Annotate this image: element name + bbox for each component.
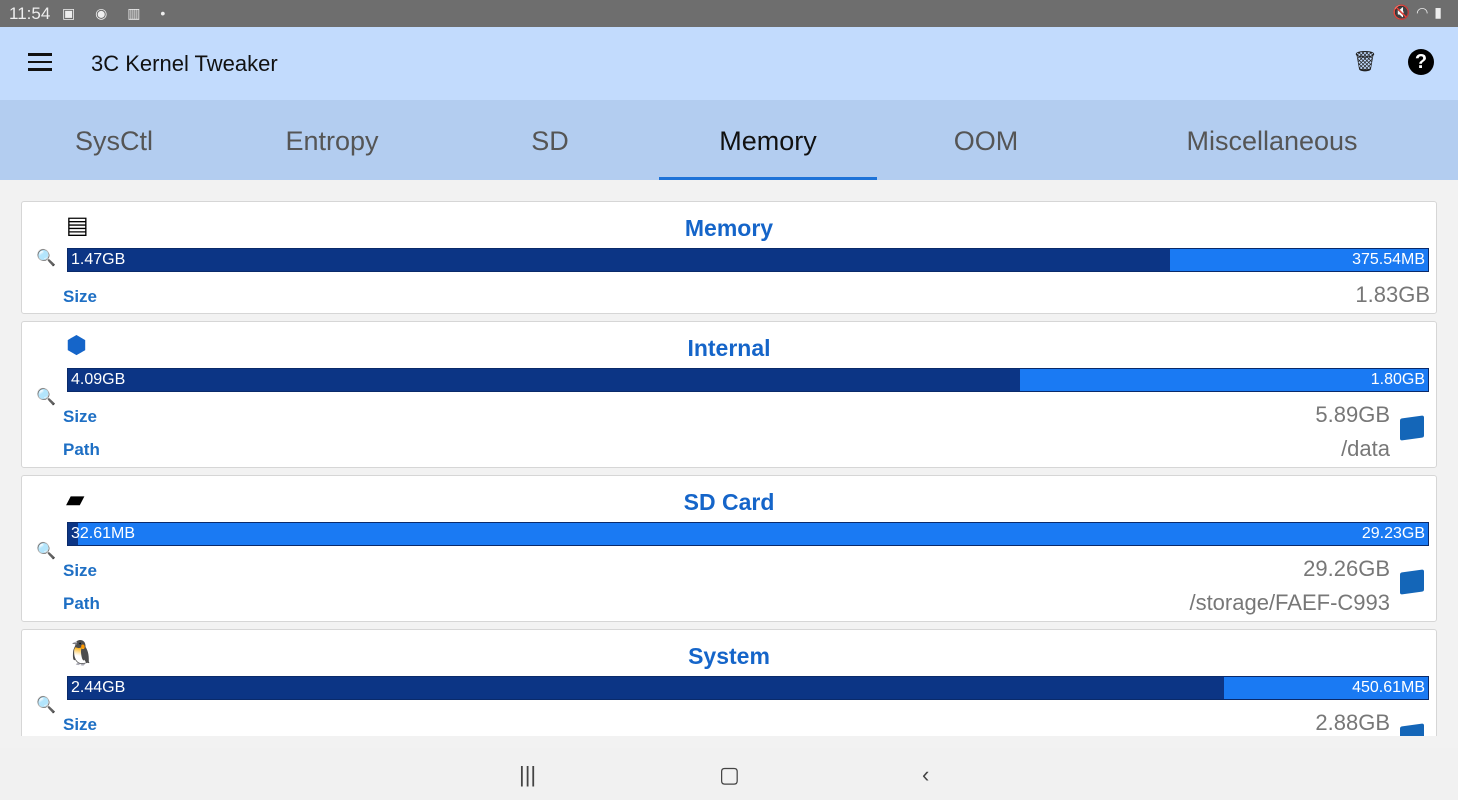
folder-icon[interactable] xyxy=(1400,415,1424,441)
recent-apps-button[interactable]: ||| xyxy=(519,762,537,787)
free-value: 29.23GB xyxy=(1361,525,1425,542)
used-value: 1.47GB xyxy=(71,251,126,268)
free-value: 450.61MB xyxy=(1352,679,1425,696)
path-value: /storage/FAEF-C993 xyxy=(1189,590,1390,615)
notification-icons: ▣ ◉ ▥ • xyxy=(62,5,174,21)
help-icon[interactable]: ? xyxy=(1408,49,1434,75)
size-label: Size xyxy=(63,715,98,734)
card-title: System xyxy=(688,643,770,669)
tab-oom[interactable]: OOM xyxy=(953,126,1019,156)
size-value: 29.26GB xyxy=(1303,556,1390,581)
search-icon[interactable]: 🔍 xyxy=(36,250,56,267)
memory-card: ▤ Memory 🔍 1.47GB 375.54MB Size 1.83GB xyxy=(21,201,1437,314)
wifi-icon: ◠ xyxy=(1416,4,1435,20)
usage-bar[interactable]: 2.44GB 450.61MB xyxy=(67,676,1429,700)
card-title: Memory xyxy=(684,215,774,241)
card-title: SD Card xyxy=(683,489,775,515)
used-fill xyxy=(68,523,78,545)
used-value: 32.61MB xyxy=(71,525,136,542)
linux-penguin-icon: 🐧 xyxy=(66,640,96,667)
tab-sysctl[interactable]: SysCtl xyxy=(74,126,153,156)
android-icon: ⬢ xyxy=(66,332,87,359)
size-value: 5.89GB xyxy=(1315,402,1390,427)
size-value: 2.88GB xyxy=(1315,710,1390,735)
usage-bar[interactable]: 4.09GB 1.80GB xyxy=(67,368,1429,392)
path-label: Path xyxy=(63,440,100,459)
path-label: Path xyxy=(63,594,100,613)
card-title: Internal xyxy=(687,335,771,361)
status-bar: 11:54 ▣ ◉ ▥ • 🔇◠▮ xyxy=(0,0,1458,27)
size-label: Size xyxy=(63,407,98,426)
system-icons: 🔇◠▮ xyxy=(1393,4,1448,21)
ram-icon: ▤ xyxy=(66,212,89,239)
system-card: 🐧 System 🔍 2.44GB 450.61MB Size 2.88GB xyxy=(21,629,1437,736)
search-icon[interactable]: 🔍 xyxy=(36,543,56,560)
mute-icon: 🔇 xyxy=(1392,4,1417,20)
used-value: 2.44GB xyxy=(71,679,126,696)
usage-bar[interactable]: 32.61MB 29.23GB xyxy=(67,522,1429,546)
tab-memory[interactable]: Memory xyxy=(659,100,877,180)
navigation-bar: ||| ▢ ‹ xyxy=(0,748,1458,800)
tab-entropy[interactable]: Entropy xyxy=(285,126,379,156)
storage-list[interactable]: ▤ Memory 🔍 1.47GB 375.54MB Size 1.83GB ⬢ … xyxy=(0,180,1458,736)
used-fill xyxy=(68,677,1224,699)
tab-sd[interactable]: SD xyxy=(531,126,569,156)
used-value: 4.09GB xyxy=(71,371,126,388)
search-icon[interactable]: 🔍 xyxy=(36,389,56,406)
used-fill xyxy=(68,369,1020,391)
back-button[interactable]: ‹ xyxy=(922,762,930,787)
tab-bar: SysCtl Entropy SD Memory OOM Miscellaneo… xyxy=(0,100,1458,180)
size-value: 1.83GB xyxy=(1355,282,1430,307)
clock: 11:54 xyxy=(9,4,51,23)
battery-icon: ▮ xyxy=(1434,4,1448,20)
folder-icon[interactable] xyxy=(1400,569,1424,595)
folder-icon[interactable] xyxy=(1400,723,1424,736)
size-label: Size xyxy=(63,287,98,306)
clean-cache-icon[interactable]: 🗑 xyxy=(1352,51,1378,73)
menu-icon[interactable] xyxy=(28,53,52,71)
internal-card: ⬢ Internal 🔍 4.09GB 1.80GB Size 5.89GB Pa… xyxy=(21,321,1437,468)
app-title: 3C Kernel Tweaker xyxy=(91,51,278,76)
app-bar: 3C Kernel Tweaker 🗑 ? xyxy=(0,27,1458,100)
free-value: 375.54MB xyxy=(1352,251,1425,268)
free-value: 1.80GB xyxy=(1370,371,1425,388)
size-label: Size xyxy=(63,561,98,580)
home-button[interactable]: ▢ xyxy=(719,762,740,787)
tab-miscellaneous[interactable]: Miscellaneous xyxy=(1186,126,1358,156)
used-fill xyxy=(68,249,1170,271)
usage-bar[interactable]: 1.47GB 375.54MB xyxy=(67,248,1429,272)
path-value: /data xyxy=(1341,436,1390,461)
sd-card-icon: ▰ xyxy=(66,486,85,513)
search-icon[interactable]: 🔍 xyxy=(36,697,56,714)
